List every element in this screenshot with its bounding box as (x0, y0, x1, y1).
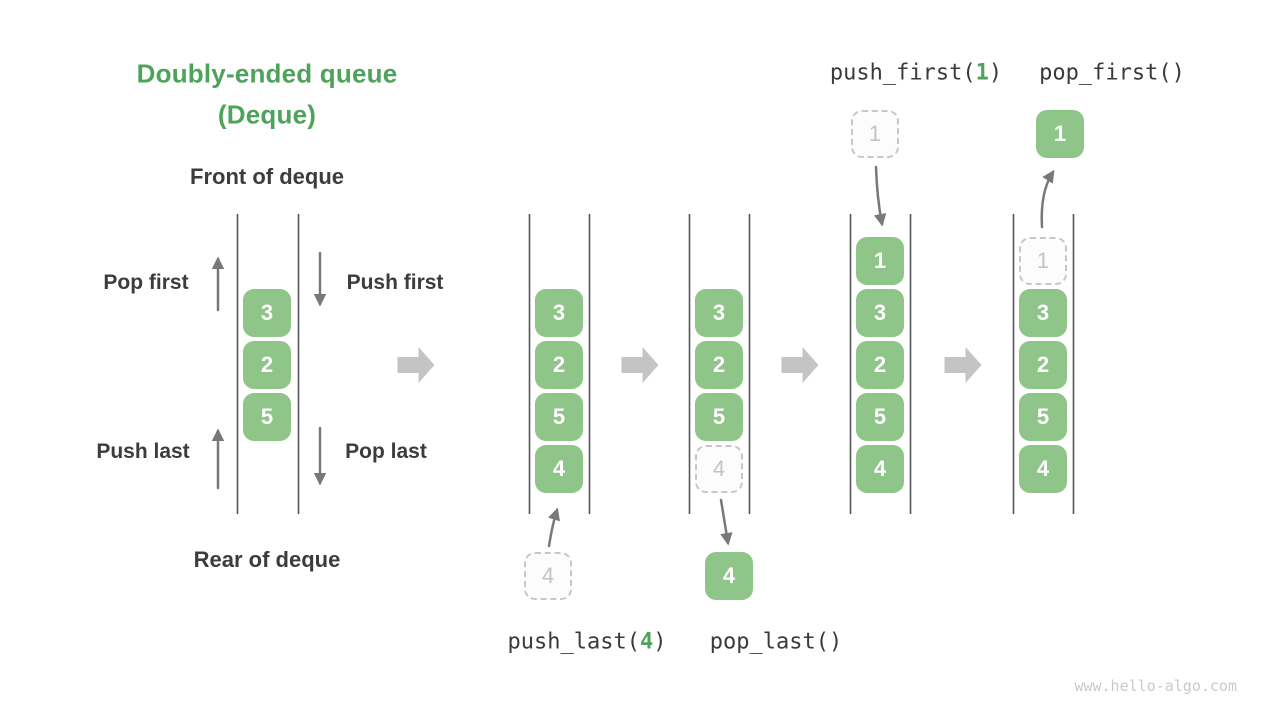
push-last-call-arg: 4 (639, 629, 654, 655)
push-first-call-label: push_first(1) (830, 61, 1002, 86)
push-first-label: Push first (346, 271, 444, 294)
push-first-call-prefix: push_first( (829, 60, 976, 86)
deque-item: 4 (535, 445, 583, 493)
deque-item: 5 (535, 393, 583, 441)
deque-item: 2 (695, 341, 743, 389)
push-first-call-suffix: ) (988, 60, 1003, 86)
deque-item: 5 (243, 393, 291, 441)
pop-first-remove-arrow-icon (1040, 169, 1055, 229)
deque-item: 3 (856, 289, 904, 337)
deque-item: 2 (535, 341, 583, 389)
deque-item-ghost: 4 (695, 445, 743, 493)
push-last-label: Push last (96, 440, 190, 463)
front-of-deque-label: Front of deque (190, 164, 344, 189)
pop-last-label: Pop last (345, 440, 427, 463)
push-last-call-prefix: push_last( (507, 629, 640, 655)
deque-item: 2 (856, 341, 904, 389)
deque-item: 3 (695, 289, 743, 337)
push-last-insert-arrow-icon (547, 507, 560, 548)
diagram-title-line1: Doubly-ended queue (136, 58, 398, 89)
deque-item: 2 (243, 341, 291, 389)
operation-direction-arrows (211, 251, 327, 490)
deque-item: 5 (1019, 393, 1067, 441)
deque-item: 5 (695, 393, 743, 441)
deque-item: 5 (856, 393, 904, 441)
push-first-insert-arrow-icon (873, 165, 887, 227)
deque-item: 3 (243, 289, 291, 337)
deque-item-ghost: 1 (1019, 237, 1067, 285)
diagram-title-line2: (Deque) (217, 99, 317, 130)
transition-arrows (397, 347, 982, 383)
outgoing-item: 1 (1036, 110, 1084, 158)
transition-arrow-icon (621, 347, 659, 383)
watermark: www.hello-algo.com (1074, 677, 1237, 695)
pop-first-label: Pop first (103, 271, 189, 294)
outgoing-item: 4 (705, 552, 753, 600)
transition-arrow-icon (944, 347, 982, 383)
pop-last-call-label: pop_last() (709, 629, 843, 655)
push-last-call-label: push_last(4) (508, 630, 667, 655)
transition-arrow-icon (781, 347, 819, 383)
pop-last-remove-arrow-icon (719, 498, 733, 546)
rear-of-deque-label: Rear of deque (193, 547, 341, 572)
deque-item: 4 (856, 445, 904, 493)
pop-first-call-label: pop_first() (1039, 60, 1185, 86)
deque-item: 3 (535, 289, 583, 337)
incoming-item-ghost: 4 (524, 552, 572, 600)
deque-item: 2 (1019, 341, 1067, 389)
deque-item: 3 (1019, 289, 1067, 337)
push-first-call-arg: 1 (975, 60, 989, 86)
item-move-arrows (547, 165, 1055, 548)
deque-walls (236, 214, 1075, 514)
deque-item: 4 (1019, 445, 1067, 493)
incoming-item-ghost: 1 (851, 110, 899, 158)
transition-arrow-icon (397, 347, 435, 383)
push-last-call-suffix: ) (653, 629, 667, 655)
deque-item: 1 (856, 237, 904, 285)
